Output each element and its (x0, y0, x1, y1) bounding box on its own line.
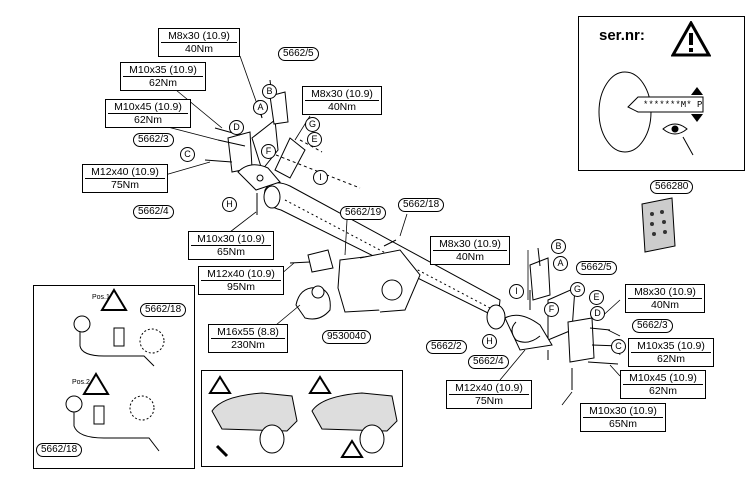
callout-b-top: B (262, 84, 277, 99)
part-label-5662-3-left: 5662/3 (133, 133, 174, 147)
part-label-5662-18-inset1: 5662/18 (140, 303, 187, 317)
callout-b-right: B (551, 239, 566, 254)
callout-h-right: H (482, 334, 497, 349)
part-label-5662-18-mid: 5662/18 (398, 198, 445, 212)
part-label-9530040: 9530040 (322, 330, 371, 344)
part-label-5662-5-top: 5662/5 (278, 47, 319, 61)
leader-lines (159, 55, 621, 406)
callout-e-top: E (307, 132, 322, 147)
pos1-label: Pos.1 (92, 294, 110, 301)
callout-g-right: G (570, 282, 585, 297)
part-label-5662-19: 5662/19 (340, 206, 387, 220)
bumper-view-inset (201, 370, 403, 467)
part-label-5662-18-inset2: 5662/18 (36, 443, 83, 457)
serial-plate-drawing (598, 71, 704, 156)
pos2-label: Pos.2 (72, 379, 90, 386)
callout-c-right: C (611, 339, 626, 354)
torque-label-m12x40-bottom: M12x40 (10.9)75Nm (446, 380, 532, 409)
torque-label-m8x30-right: M8x30 (10.9)40Nm (625, 284, 705, 313)
torque-label-m10x45-top: M10x45 (10.9)62Nm (105, 99, 191, 128)
callout-a-right: A (553, 256, 568, 271)
callout-f-right: F (544, 302, 559, 317)
serial-number-panel: ser.nr: *******M* P (578, 16, 745, 171)
eye-icon (662, 123, 694, 156)
warning-icon (671, 21, 711, 57)
part-label-5662-5-right: 5662/5 (576, 261, 617, 275)
part-label-5662-2: 5662/2 (426, 340, 467, 354)
callout-i-top: I (313, 170, 328, 185)
wiring-kit-icon (641, 197, 676, 253)
torque-label-m8x30-top: M8x30 (10.9)40Nm (158, 28, 240, 57)
ball-mount-bracket (289, 239, 421, 320)
ball-position-inset: Pos.1 Pos.2 5662/18 5662/18 (33, 285, 195, 469)
torque-label-m8x30-mid: M8x30 (10.9)40Nm (430, 236, 510, 265)
torque-label-m10x35-right: M10x35 (10.9)62Nm (628, 338, 714, 367)
bumper-view-icon (208, 375, 398, 458)
torque-label-m16x55: M16x55 (8.8)230Nm (208, 324, 288, 353)
right-bracket-assembly (504, 247, 621, 390)
callout-i-right: I (509, 284, 524, 299)
torque-label-m8x30-topright: M8x30 (10.9)40Nm (302, 86, 382, 115)
serial-code: *******M* P (643, 100, 703, 110)
ball-position-drawings (65, 288, 165, 452)
part-label-5662-4-right: 5662/4 (468, 355, 509, 369)
callout-g-top: G (305, 117, 320, 132)
part-label-5662-4-left: 5662/4 (133, 205, 174, 219)
torque-label-m10x35-top: M10x35 (10.9)62Nm (120, 62, 206, 91)
callout-h-top: H (222, 197, 237, 212)
callout-c-top: C (180, 147, 195, 162)
callout-d-right: D (590, 306, 605, 321)
callout-d-top: D (229, 120, 244, 135)
callout-e-right: E (589, 290, 604, 305)
torque-label-m10x30-bottom: M10x30 (10.9)65Nm (580, 403, 666, 432)
torque-label-m10x30-left: M10x30 (10.9)65Nm (188, 231, 274, 260)
callout-a-top: A (253, 100, 268, 115)
torque-label-m12x40-mid: M12x40 (10.9)95Nm (198, 266, 284, 295)
torque-label-m10x45-right: M10x45 (10.9)62Nm (620, 370, 706, 399)
part-label-5662-3-right: 5662/3 (632, 319, 673, 333)
part-label-566280: 566280 (650, 180, 694, 194)
serial-title: ser.nr: (599, 27, 645, 44)
callout-f-top: F (261, 144, 276, 159)
torque-label-m12x40-left: M12x40 (10.9)75Nm (82, 164, 168, 193)
